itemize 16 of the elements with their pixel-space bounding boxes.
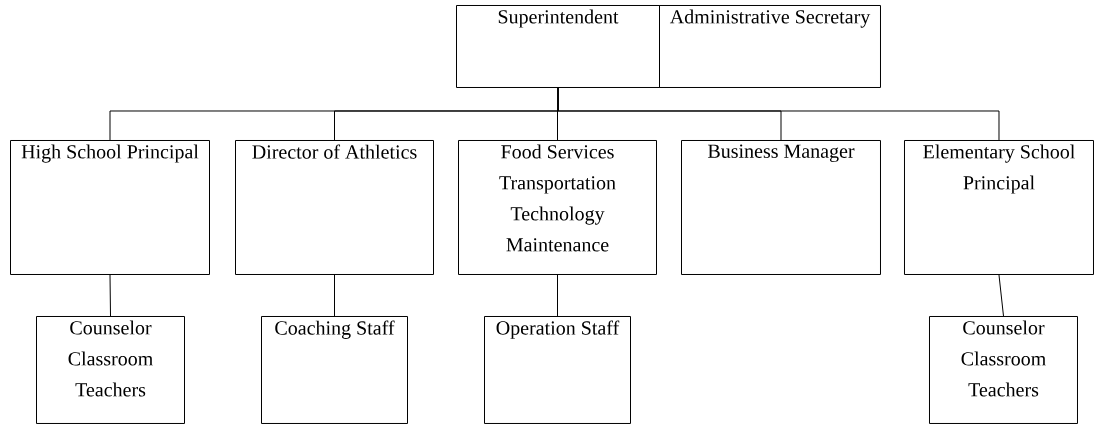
connector-line: [557, 274, 558, 317]
org-box: Food Services Transportation Technology Maintenance: [458, 140, 657, 275]
connector-line: [109, 274, 111, 317]
org-box: Counselor Classroom Teachers: [36, 316, 185, 424]
org-box: Operation Staff: [484, 316, 631, 424]
org-box: Coaching Staff: [261, 316, 408, 424]
org-box: Counselor Classroom Teachers: [929, 316, 1078, 424]
org-box: Elementary School Principal: [904, 140, 1094, 275]
org-box: Business Manager: [681, 140, 881, 275]
org-box: Director of Athletics: [235, 140, 434, 275]
org-box: Administrative Secretary: [659, 5, 881, 88]
org-box: High School Principal: [10, 140, 210, 275]
connector-line: [998, 274, 1004, 317]
org-box: Superintendent: [456, 5, 660, 88]
connector-line: [557, 87, 1000, 141]
connector-line: [334, 274, 335, 317]
